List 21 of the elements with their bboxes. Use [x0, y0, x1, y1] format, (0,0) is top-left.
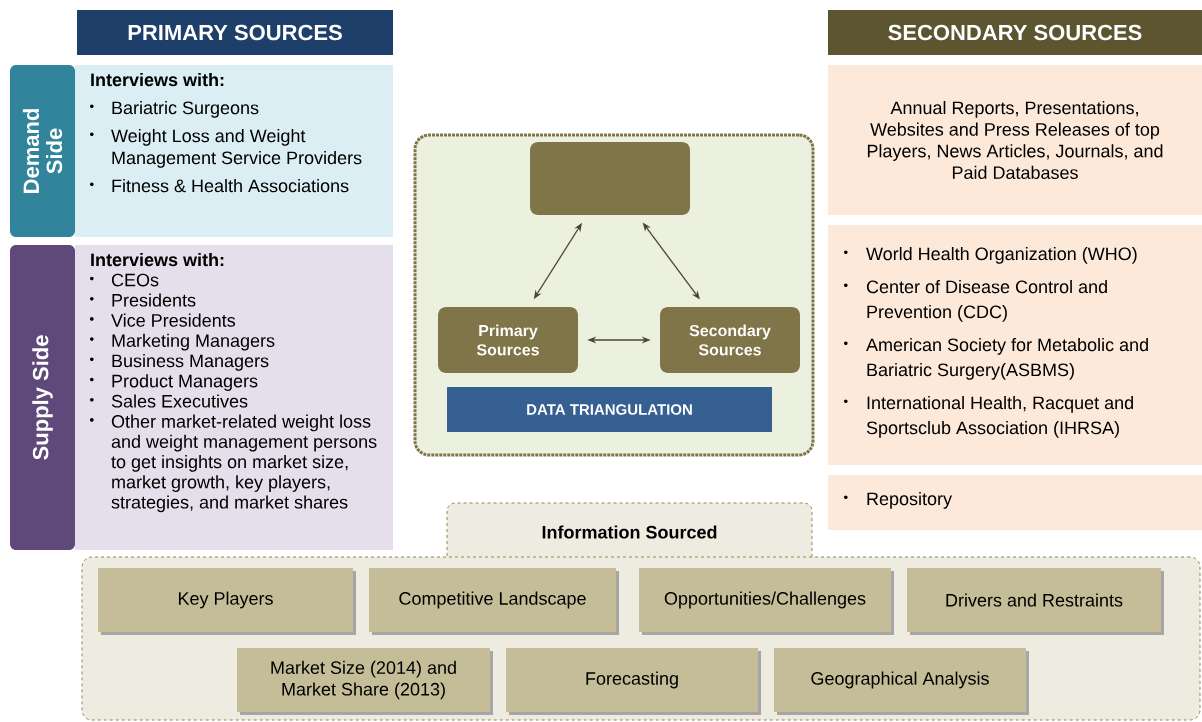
text-panel: Annual Reports, Presentations, Websites and Press Releases of top Players, News Articles, Journals, and Paid Databases: [828, 65, 1202, 215]
process-box: [530, 142, 690, 215]
topic-box: Market Size (2014) and Market Share (2013): [237, 648, 493, 715]
topic-box: Forecasting: [506, 648, 761, 715]
side-tab: Supply Side: [10, 245, 75, 550]
banner-box: DATA TRIANGULATION: [447, 387, 772, 432]
topic-box: Geographical Analysis: [774, 648, 1029, 715]
process-box: Secondary Sources: [660, 307, 800, 373]
topic-box: Drivers and Restraints: [907, 568, 1164, 635]
topic-box: Key Players: [98, 568, 356, 635]
node-label: Information Sourced: [542, 525, 717, 539]
list-panel: Repository: [828, 475, 1202, 530]
side-tab: Demand Side: [10, 65, 75, 237]
list-panel: Interviews with: CEOs Presidents Vice Presidents Marketing Managers Business Managers Product Managers Sales Executives Other market-related weight loss and weight management persons to get insights on market size, market growth, key players, strategies, and market shares: [75, 245, 393, 550]
header-bar: PRIMARY SOURCES: [77, 10, 393, 55]
process-box: Primary Sources: [438, 307, 578, 373]
topic-box: Competitive Landscape: [369, 568, 619, 635]
topic-box: Opportunities/Challenges: [639, 568, 894, 635]
list-panel: Interviews with: Bariatric Surgeons Weight Loss and Weight Management Service Providers Fitness & Health Associations: [75, 65, 393, 237]
header-bar: SECONDARY SOURCES: [828, 10, 1202, 55]
list-panel: World Health Organization (WHO) Center of Disease Control and Prevention (CDC) American Society for Metabolic and Bariatric Surgery(ASBMS) International Health, Racquet and Sportsclub Association (IHRSA): [828, 225, 1202, 465]
